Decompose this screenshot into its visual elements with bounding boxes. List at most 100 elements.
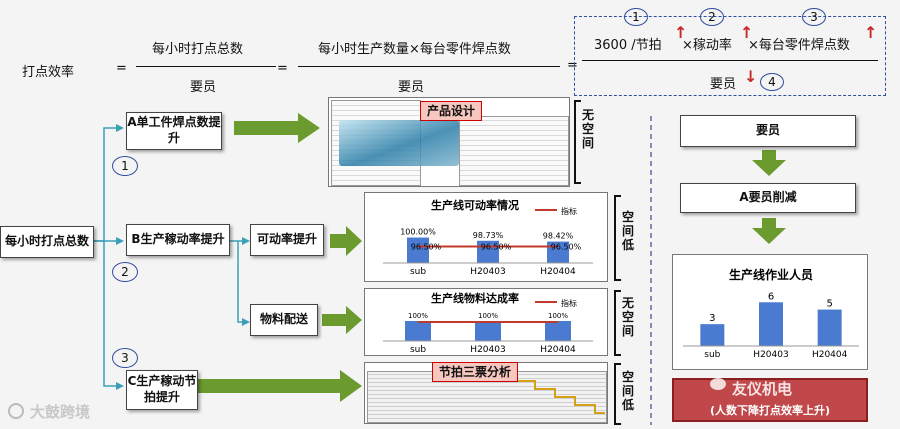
reduction-footer-text: (人数下降打点效率上升): [709, 404, 831, 417]
circle-number-3: 3: [802, 8, 826, 26]
value-label: 6: [768, 291, 774, 302]
chart-bar: [407, 237, 429, 263]
green-arrow: [330, 226, 362, 256]
formula-term-weld-points: ×每台零件焊点数: [748, 38, 850, 53]
takt-side-label: 空间低: [621, 370, 634, 412]
circle-number-4: 4: [760, 73, 784, 91]
target-label: 96.50%: [551, 242, 582, 251]
reduction-footer-box: 友仪机电 (人数下降打点效率上升): [672, 378, 868, 422]
target-label: 96.50%: [411, 242, 442, 251]
circle-number-2: 2: [700, 8, 724, 26]
legend-label: 指标: [561, 298, 577, 308]
category-label: H20404: [540, 267, 576, 277]
value-label: 3: [709, 313, 715, 324]
connector-b-b2: [237, 241, 246, 323]
spreadsheet-thumbnail: [459, 116, 569, 186]
product-design-tag: 产品设计: [420, 101, 483, 121]
value-label: 100%: [408, 312, 428, 320]
connector-root-c: [103, 241, 120, 387]
arrowhead: [116, 237, 124, 245]
value-label: 100.00%: [400, 228, 436, 237]
node-a-weld-points: A单工件焊点数提升: [126, 112, 222, 150]
bottom-watermark: 大鼓跨境: [30, 403, 91, 421]
chart-bar: [817, 309, 842, 346]
chart-title: 生产线物料达成率: [431, 291, 519, 305]
staff-reduction-box: A要员削减: [680, 183, 856, 213]
category-label: H20403: [753, 350, 788, 360]
green-arrow: [234, 113, 320, 143]
fraction-1-numerator: 每小时打点总数: [152, 42, 244, 57]
value-label: 5: [826, 299, 832, 310]
arrowhead: [242, 237, 250, 245]
design-side-label: 无空间: [581, 108, 594, 150]
node-b2-material: 物料配送: [250, 304, 318, 336]
arrow-down-icon: ↓: [744, 67, 758, 86]
fraction-1-denominator: 要员: [190, 80, 217, 95]
green-arrow: [198, 370, 362, 402]
staff-box: 要员: [680, 115, 856, 147]
equals-sign-1: =: [116, 61, 127, 76]
arrow-up-icon: ↑: [674, 23, 688, 42]
legend-label: 指标: [561, 206, 577, 216]
node-b1-availability: 可动率提升: [250, 224, 324, 256]
takt-analysis-tag: 节拍三票分析: [432, 362, 519, 382]
bracket: [614, 363, 621, 425]
category-label: sub: [704, 350, 720, 360]
efficiency-label: 打点效率: [22, 65, 75, 80]
category-label: H20404: [812, 350, 848, 360]
chart-bar: [700, 324, 725, 346]
material-side-label: 无空间: [621, 296, 634, 338]
category-label: sub: [410, 345, 426, 355]
gantt-steps: [515, 380, 605, 414]
chart-title: 生产线可动率情况: [431, 198, 519, 212]
chart-bar: [405, 321, 431, 341]
bracket: [614, 195, 621, 281]
chart-bar: [759, 302, 783, 346]
product-design-panel: [328, 97, 570, 187]
arrowhead: [242, 318, 250, 326]
value-label: 98.42%: [543, 232, 574, 241]
formula-detail-box: [574, 16, 886, 96]
arrowhead: [116, 124, 124, 132]
node-b-utilization: B生产稼动率提升: [126, 224, 230, 256]
category-label: H20404: [540, 345, 576, 355]
fraction-1-bar: [136, 66, 276, 67]
green-arrow: [322, 306, 362, 334]
category-label: sub: [410, 267, 426, 277]
fraction-3-denominator: 要员: [710, 77, 737, 92]
availability-chart: 生产线可动率情况指标100.00%sub98.73%H2040398.42%H2…: [383, 198, 593, 277]
target-label: 96.50%: [481, 242, 512, 251]
connector-root-a: [94, 127, 120, 242]
material-chart: 生产线物料达成率指标100%sub100%H20403100%H20404: [383, 291, 593, 355]
value-label: 98.73%: [473, 231, 504, 240]
availability-side-label: 空间低: [621, 210, 634, 252]
fraction-3-bar: [582, 60, 878, 61]
bracket: [614, 290, 621, 356]
root-node: 每小时打点总数: [0, 226, 94, 258]
bracket: [574, 100, 581, 184]
arrow-up-icon: ↑: [864, 23, 878, 42]
fraction-2-bar: [298, 66, 560, 67]
green-arrow: [752, 218, 786, 244]
category-label: H20403: [470, 345, 505, 355]
equals-sign-2: =: [277, 61, 288, 76]
node-c-takt: C生产稼动节拍提升: [126, 370, 198, 410]
formula-term-takt: 3600 /节拍: [594, 38, 662, 53]
value-label: 100%: [548, 312, 568, 320]
chart-title: 生产线作业人员: [729, 267, 813, 282]
chart-bar: [475, 321, 501, 341]
watermark-text: 友仪机电: [732, 380, 793, 398]
tree-circle-2: 2: [112, 262, 138, 282]
formula-term-utilization: ×稼动率: [682, 38, 732, 53]
circle-number-1: 1: [624, 8, 648, 26]
equals-sign-3: =: [567, 58, 578, 73]
fraction-2-denominator: 要员: [398, 80, 425, 95]
arrow-up-icon: ↑: [740, 23, 754, 42]
wechat-icon: [710, 378, 726, 390]
tree-circle-1: 1: [112, 156, 138, 176]
tree-circle-3: 3: [112, 348, 138, 368]
fraction-2-numerator: 每小时生产数量×每台零件焊点数: [318, 42, 511, 57]
